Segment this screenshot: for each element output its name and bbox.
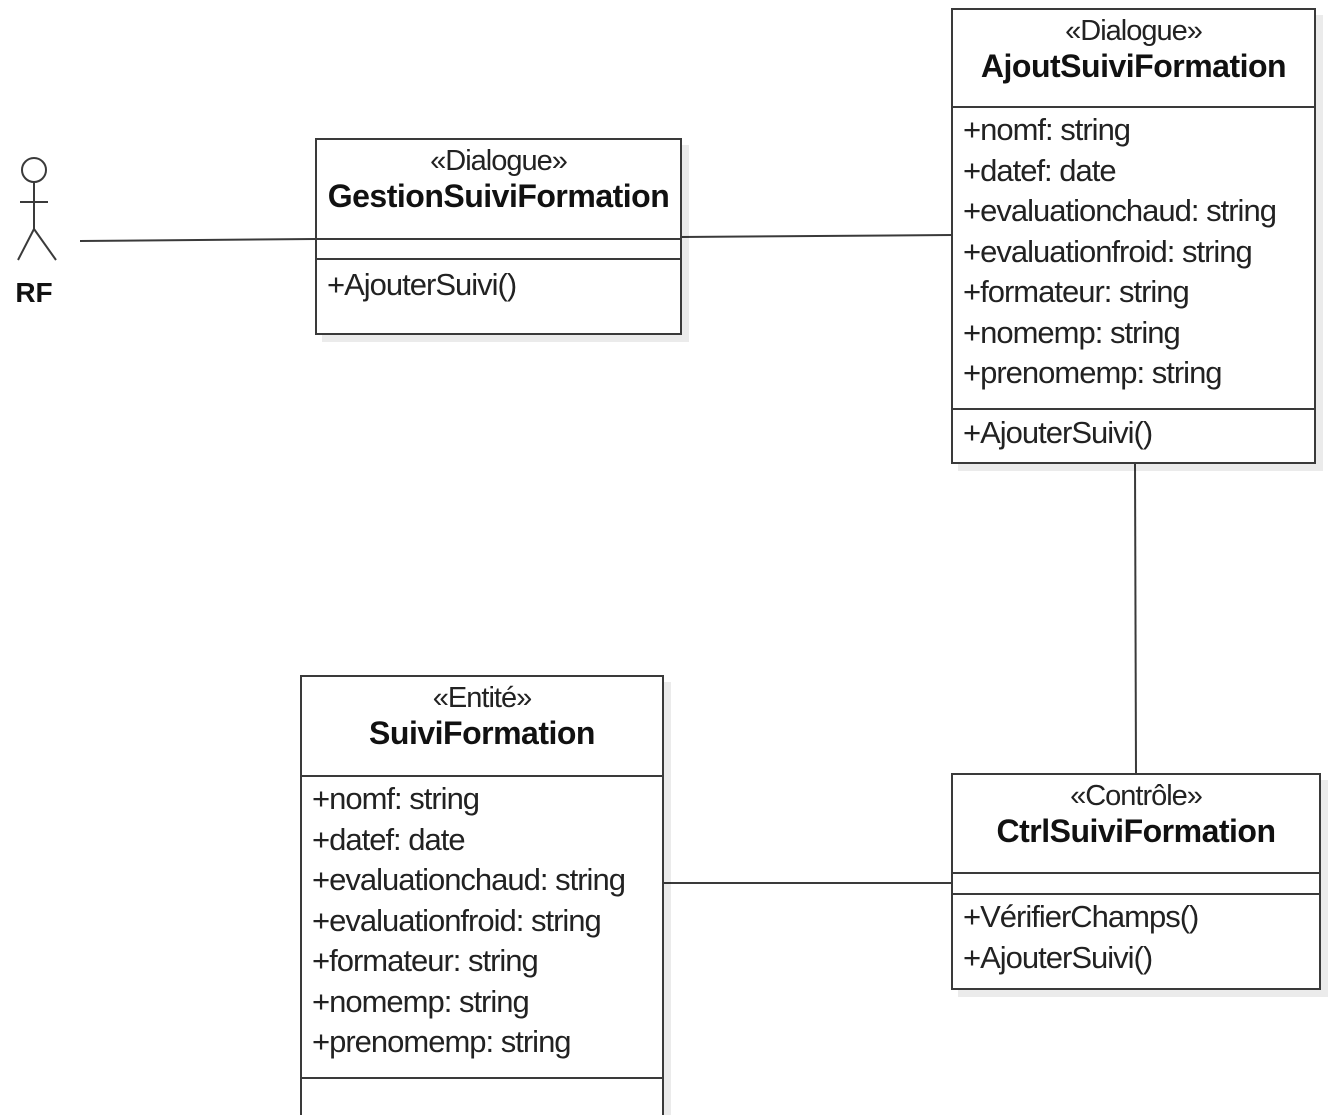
class-name: GestionSuiviFormation	[327, 178, 670, 214]
attribute: +evaluationchaud: string	[312, 862, 626, 897]
attribute: +prenomemp: string	[312, 1024, 572, 1059]
class-stereotype: «Dialogue»	[430, 145, 568, 177]
association-gestion-ajout	[680, 234, 953, 238]
attributes-compartment: +nomf: string +datef: date +evaluationch…	[953, 108, 1314, 410]
class-gestion-suivi-formation[interactable]: «Dialogue» GestionSuiviFormation +Ajoute…	[315, 138, 682, 335]
operations-compartment: +VérifierChamps() +AjouterSuivi()	[953, 895, 1319, 978]
attribute: +nomemp: string	[312, 983, 530, 1019]
class-header: «Dialogue» GestionSuiviFormation	[317, 140, 680, 240]
association-ajout-ctrl	[1134, 462, 1137, 775]
attribute: +datef: date	[312, 821, 466, 857]
class-header: «Entité» SuiviFormation	[302, 677, 662, 777]
actor-rf[interactable]: RF	[8, 152, 68, 312]
association-rf-gestion	[79, 238, 316, 242]
attribute: +evaluationfroid: string	[312, 902, 602, 938]
attribute: +formateur: string	[312, 943, 539, 978]
actor-figure-icon	[17, 157, 57, 261]
class-stereotype: «Entité»	[432, 682, 532, 714]
operations-compartment	[302, 1079, 662, 1081]
operation: +AjouterSuivi()	[327, 267, 517, 302]
attribute: +evaluationchaud: string	[963, 193, 1277, 228]
attribute: +datef: date	[963, 152, 1117, 188]
attribute: +evaluationfroid: string	[963, 233, 1253, 269]
operation: +AjouterSuivi()	[963, 415, 1153, 450]
class-header: «Contrôle» CtrlSuiviFormation	[953, 775, 1319, 874]
attribute: +nomemp: string	[963, 314, 1181, 350]
attribute: +formateur: string	[963, 274, 1190, 309]
attributes-compartment	[317, 240, 680, 260]
class-stereotype: «Dialogue»	[1065, 15, 1203, 47]
actor-label: RF	[15, 277, 53, 308]
attribute: +nomf: string	[312, 781, 480, 816]
operation: +VérifierChamps()	[963, 899, 1199, 934]
class-name: SuiviFormation	[369, 715, 595, 751]
class-ctrl-suivi-formation[interactable]: «Contrôle» CtrlSuiviFormation +VérifierC…	[951, 773, 1321, 990]
class-name: AjoutSuiviFormation	[980, 48, 1287, 84]
operation: +AjouterSuivi()	[963, 939, 1153, 975]
class-stereotype: «Contrôle»	[1070, 780, 1203, 812]
class-suivi-formation[interactable]: «Entité» SuiviFormation +nomf: string +d…	[300, 675, 664, 1115]
attributes-compartment: +nomf: string +datef: date +evaluationch…	[302, 777, 662, 1079]
attribute: +prenomemp: string	[963, 355, 1223, 390]
operations-compartment: +AjouterSuivi()	[317, 260, 680, 306]
operations-compartment: +AjouterSuivi()	[953, 410, 1314, 454]
class-ajout-suivi-formation[interactable]: «Dialogue» AjoutSuiviFormation +nomf: st…	[951, 8, 1316, 464]
attributes-compartment	[953, 874, 1319, 895]
class-header: «Dialogue» AjoutSuiviFormation	[953, 10, 1314, 108]
class-name: CtrlSuiviFormation	[996, 813, 1276, 849]
attribute: +nomf: string	[963, 112, 1131, 147]
